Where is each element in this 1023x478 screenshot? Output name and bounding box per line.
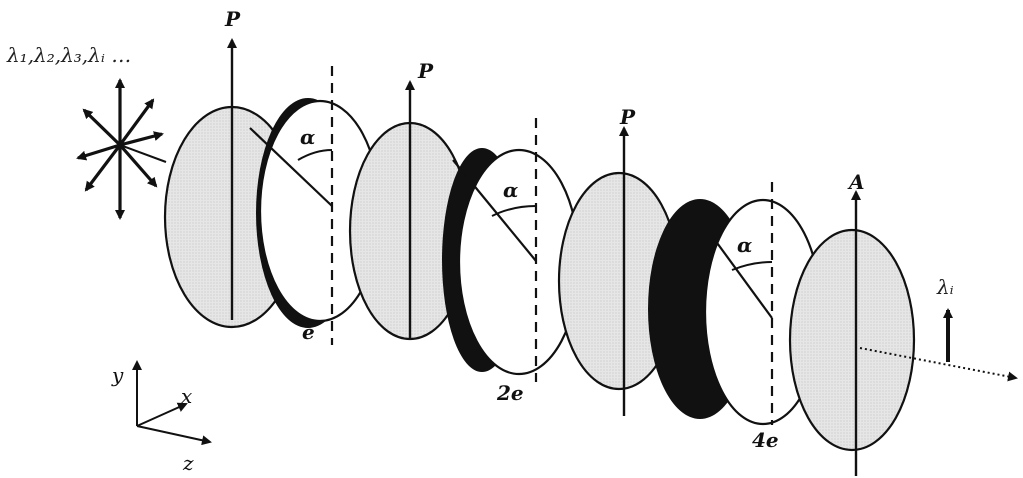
waveplate-e: α e — [249, 66, 382, 345]
waveplate-2e-thickness-label: 2e — [496, 381, 524, 405]
waveplate-e-thickness-label: e — [302, 320, 315, 344]
waveplate-2e: α 2e — [442, 118, 581, 405]
waveplate-4e-thickness-label: 4e — [752, 428, 779, 452]
waveplate-2e-angle-label: α — [503, 178, 518, 202]
polarizer-1-label: P — [224, 7, 241, 31]
y-axis-label: y — [111, 363, 124, 387]
input-beam — [119, 144, 167, 163]
polarizer-2: P — [348, 59, 472, 341]
waveplate-e-angle-label: α — [300, 125, 315, 149]
polarizer-3-label: P — [619, 105, 636, 129]
coordinate-axes — [132, 360, 212, 446]
output-beam: λᵢ — [859, 275, 1018, 382]
analyzer: A — [788, 170, 916, 476]
polarizer-2-label: P — [417, 59, 434, 83]
x-axis-label: x — [181, 384, 192, 408]
input-wavelengths-label: λ₁,λ₂,λ₃,λᵢ … — [6, 43, 131, 67]
z-axis-label: z — [182, 451, 194, 475]
waveplate-4e-angle-label: α — [737, 233, 752, 257]
output-wavelength-label: λᵢ — [936, 275, 954, 299]
analyzer-label: A — [847, 170, 865, 194]
unpolarized-light-star — [76, 78, 164, 220]
